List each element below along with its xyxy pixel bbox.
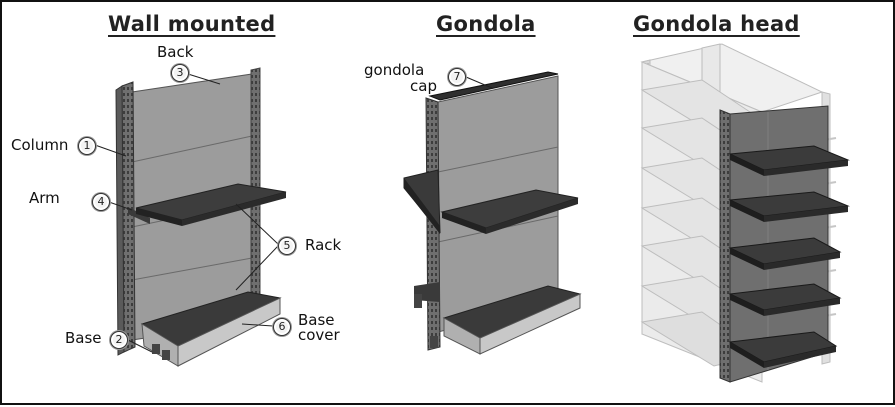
gondola-head-unit	[640, 43, 850, 383]
label-rack: Rack	[305, 236, 342, 254]
label-gondola-cap-line2: cap	[410, 77, 437, 95]
callout-3: 3	[171, 64, 189, 82]
label-base-cover-line2: cover	[298, 326, 340, 344]
label-back: Back	[157, 43, 194, 61]
wall-mounted-unit	[115, 67, 287, 367]
label-column: Column	[11, 136, 69, 154]
label-arm: Arm	[29, 189, 60, 207]
label-base-cover-line1: Base	[298, 311, 335, 329]
gondola-unit	[403, 71, 582, 355]
callout-7: 7	[448, 68, 466, 86]
callout-5: 5	[278, 237, 296, 255]
title-wall-mounted: Wall mounted	[108, 12, 276, 36]
callout-1: 1	[78, 137, 96, 155]
title-gondola: Gondola	[436, 12, 536, 36]
callout-2: 2	[110, 331, 128, 349]
label-gondola-cap-line1: gondola	[364, 61, 425, 79]
callout-6: 6	[273, 318, 291, 336]
callout-4: 4	[92, 193, 110, 211]
gondola-cap	[428, 71, 559, 101]
leader-lines	[94, 73, 493, 353]
label-base: Base	[65, 329, 102, 347]
head-shelves	[728, 145, 850, 368]
wall-arm-bracket	[128, 207, 150, 224]
title-gondola-head: Gondola head	[633, 12, 800, 36]
